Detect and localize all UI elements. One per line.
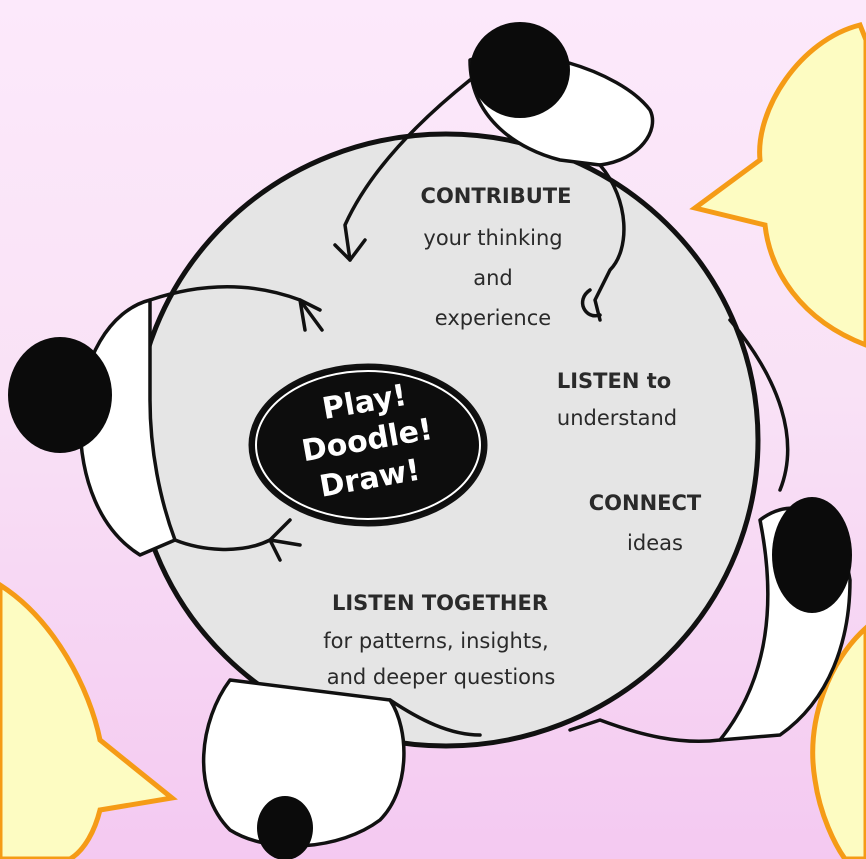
- person-right: [568, 318, 852, 744]
- person-top: [333, 22, 655, 322]
- speech-bubble-bottom-right: [810, 624, 866, 859]
- contribute-line-3: and: [473, 266, 513, 290]
- listen-heading: LISTEN to: [557, 369, 671, 393]
- listen-together-heading: LISTEN TOGETHER: [332, 591, 548, 615]
- listen-together-line-2: for patterns, insights,: [323, 629, 548, 653]
- listen-together-line-3: and deeper questions: [327, 665, 556, 689]
- listen-together-label: LISTEN TOGETHER for patterns, insights, …: [323, 591, 555, 689]
- speech-bubble-top-right: [689, 22, 866, 348]
- listen-label: LISTEN to understand: [557, 369, 677, 430]
- contribute-label: CONTRIBUTE your thinking and experience: [421, 184, 572, 330]
- contribute-line-4: experience: [435, 306, 551, 330]
- person-bottom: [202, 678, 482, 859]
- listen-line-2: understand: [557, 406, 677, 430]
- center-oval: Play! Doodle! Draw!: [248, 363, 488, 527]
- person-left: [8, 285, 324, 562]
- connect-line-2: ideas: [627, 531, 683, 555]
- connect-label: CONNECT ideas: [589, 491, 702, 555]
- connect-heading: CONNECT: [589, 491, 702, 515]
- contribute-heading: CONTRIBUTE: [421, 184, 572, 208]
- speech-bubble-bottom-left: [0, 582, 178, 859]
- contribute-line-2: your thinking: [423, 226, 562, 250]
